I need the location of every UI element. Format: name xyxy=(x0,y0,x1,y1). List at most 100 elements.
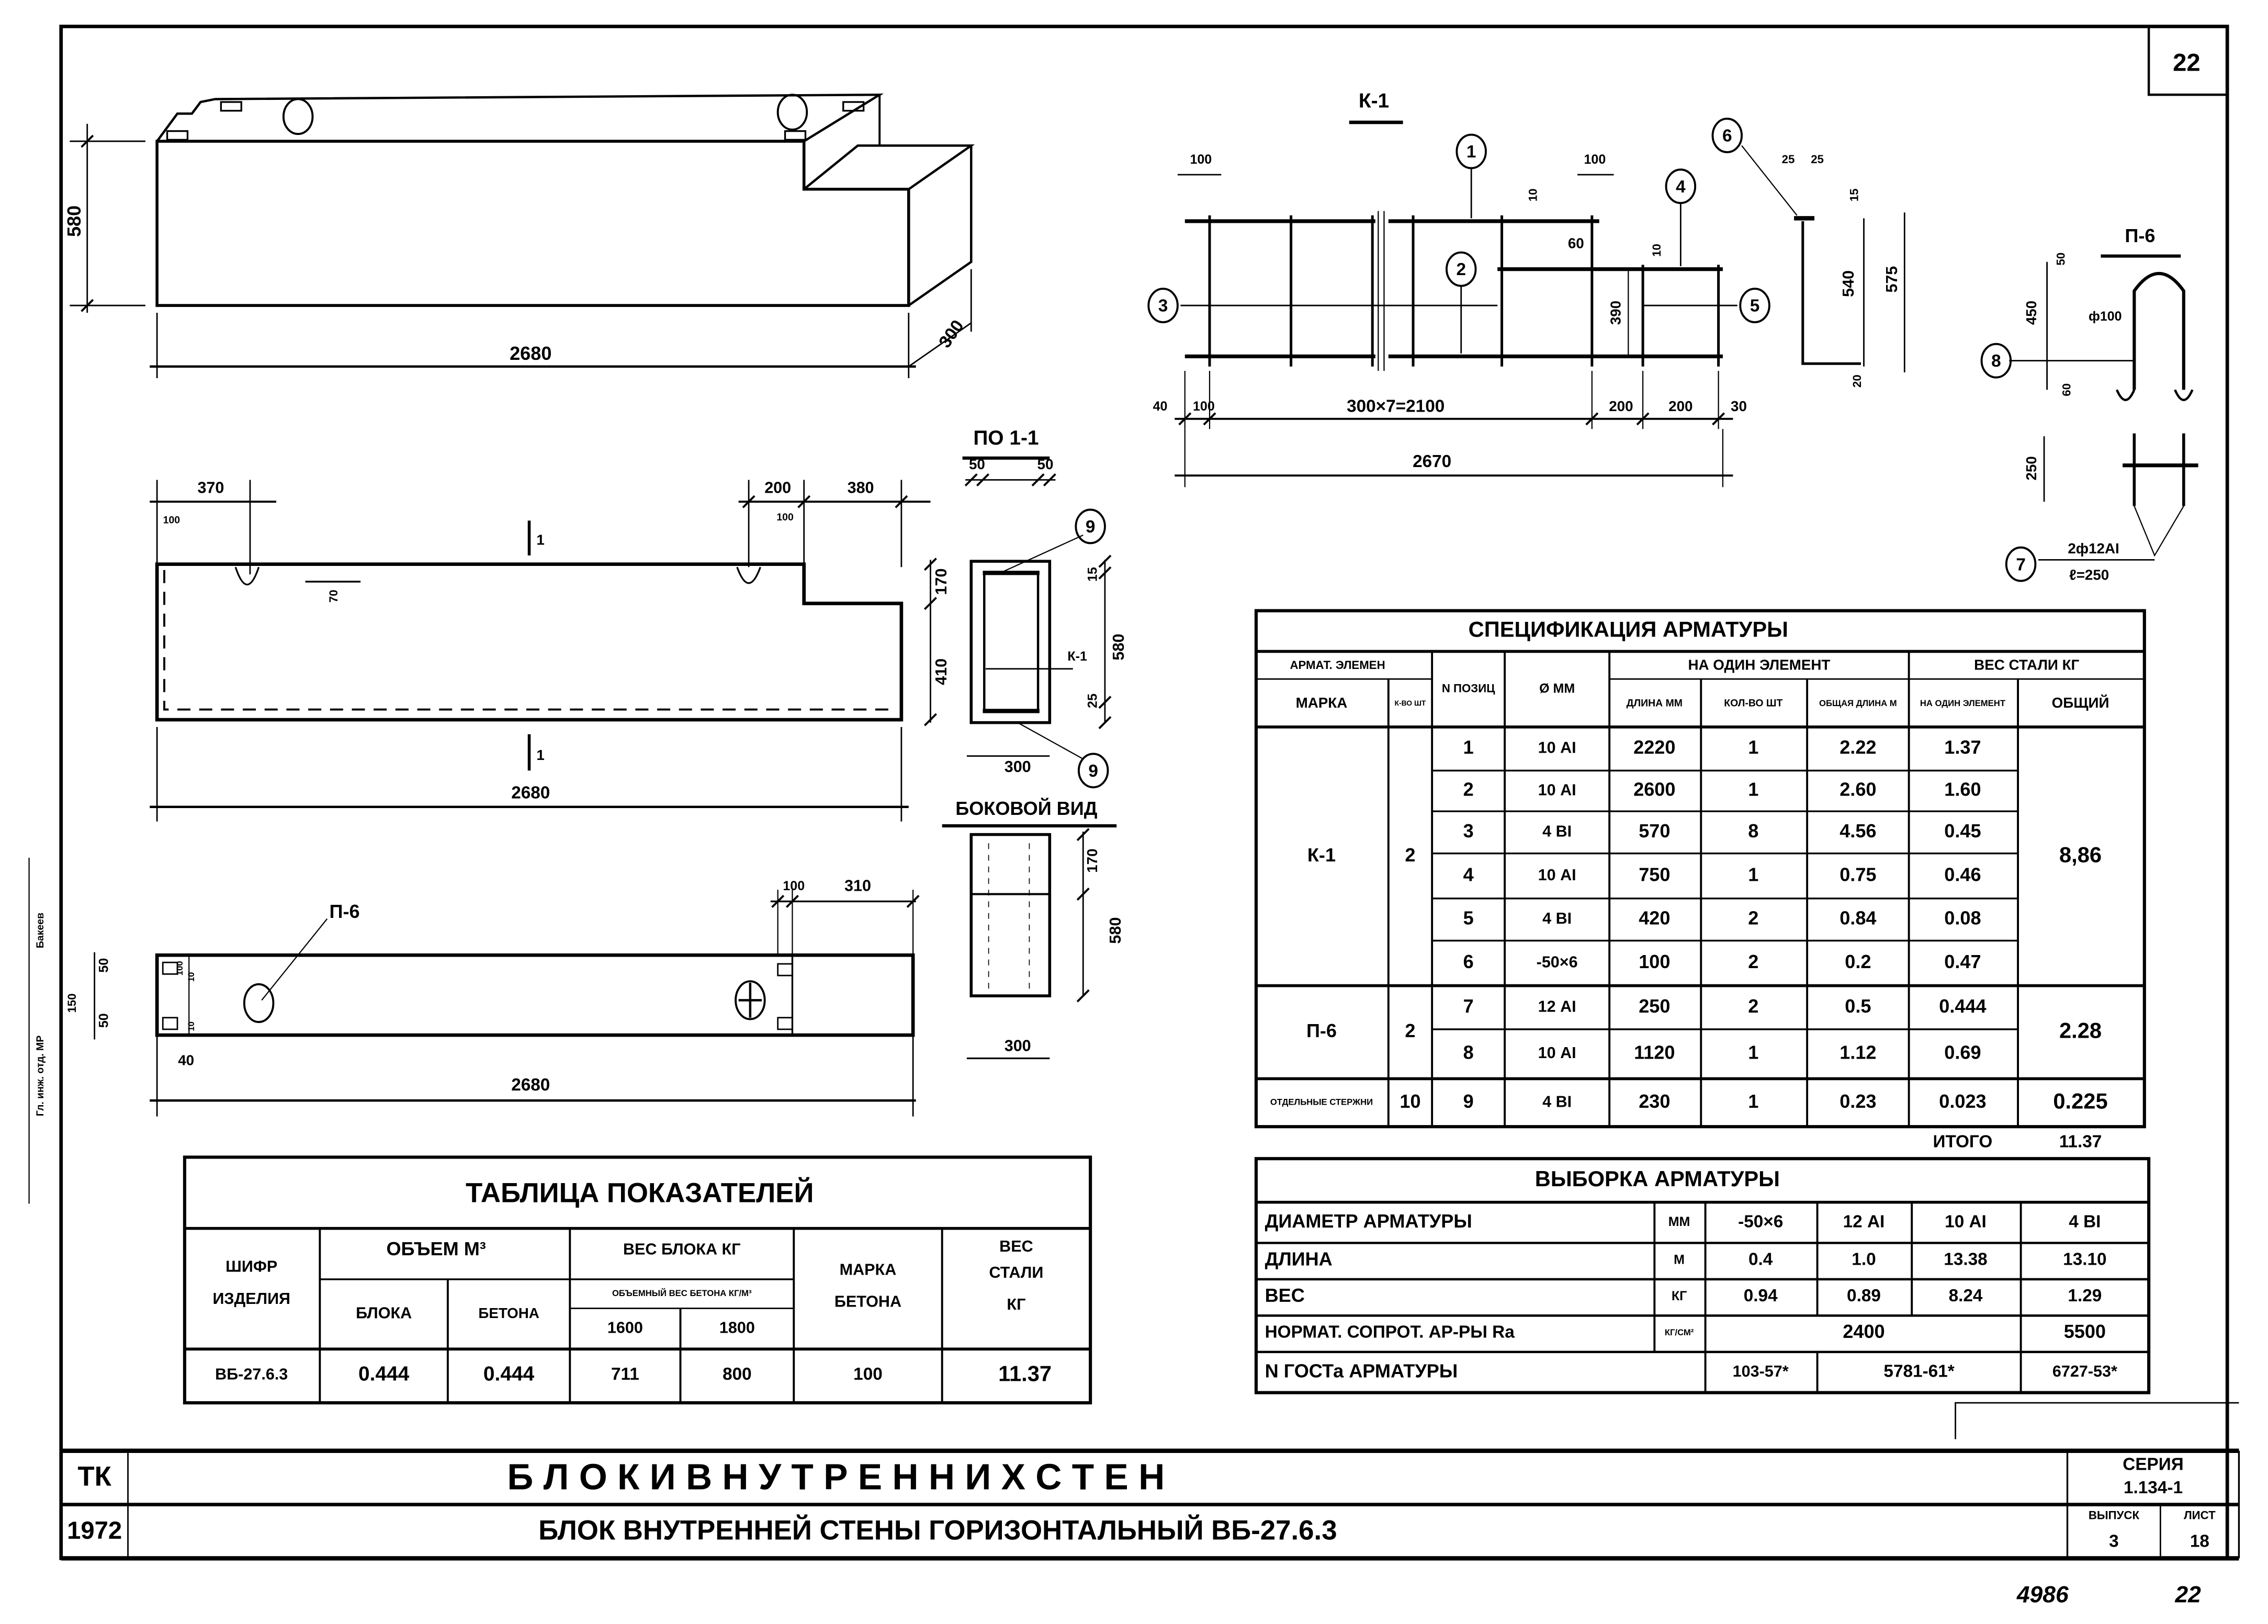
dimension-100: 100 xyxy=(1190,152,1212,167)
dimension-50: 50 xyxy=(97,1013,111,1028)
dimension-tick xyxy=(785,894,799,908)
rebar-label-k1: К-1 xyxy=(1067,649,1087,664)
cell-total-length: 4.56 xyxy=(1840,820,1876,842)
section-label: 1 xyxy=(536,532,544,548)
callout-number: 4 xyxy=(1676,177,1686,197)
rebar-note: 2ф12АI xyxy=(2068,540,2119,557)
dimension-60: 60 xyxy=(1568,235,1584,252)
callout-circle xyxy=(1455,133,1487,169)
leader-line xyxy=(1741,145,1798,216)
cell-diameter: -50×6 xyxy=(1537,953,1578,971)
callout-circle xyxy=(1711,118,1743,153)
lifting-recess xyxy=(842,101,865,112)
table-title: ВЫБОРКА АРМАТУРЫ xyxy=(1535,1166,1780,1191)
cell-volume-block: 0.444 xyxy=(358,1363,410,1385)
cell-total-length: 1.12 xyxy=(1840,1042,1876,1063)
table-border xyxy=(183,1155,1092,1405)
dimension-300: 300 xyxy=(1005,1037,1031,1054)
dimension-20: 20 xyxy=(1850,374,1864,388)
cell-grade: 100 xyxy=(853,1365,883,1384)
page-number-box xyxy=(2147,26,2228,96)
cell-weight-1600: 711 xyxy=(611,1365,639,1384)
row-label: ДЛИНА xyxy=(1265,1248,1333,1269)
header-code: ШИФР xyxy=(225,1258,277,1276)
cell-quantity: 1 xyxy=(1748,1091,1758,1112)
header-quantity: КОЛ-ВО ШТ xyxy=(1724,698,1782,709)
dimension-tick xyxy=(923,558,937,571)
corner-mark xyxy=(1955,1402,2239,1439)
cell-total-length: 0.84 xyxy=(1840,907,1876,929)
cross-mark xyxy=(738,983,762,1018)
callout-number: 9 xyxy=(1086,517,1096,537)
cell-weight-one: 0.023 xyxy=(1939,1091,1986,1112)
row-unit: ММ xyxy=(1668,1214,1690,1229)
callout-number: 7 xyxy=(2016,555,2026,574)
cell-diameter: 4 ВI xyxy=(1542,910,1572,927)
cell-length: 250 xyxy=(1639,995,1670,1017)
dimension-100: 100 xyxy=(163,514,180,526)
total-label: ИТОГО xyxy=(1933,1132,1993,1152)
cell-weight-one: 1.37 xyxy=(1944,736,1981,758)
header-steel: СТАЛИ xyxy=(989,1264,1043,1281)
dimension-580: 580 xyxy=(1110,634,1127,661)
cell-position: 5 xyxy=(1463,907,1474,929)
dimension-25: 25 xyxy=(1811,153,1824,166)
header-weight-total: ОБЩИЙ xyxy=(2052,695,2109,711)
p6-title: П-6 xyxy=(2125,225,2155,246)
row-unit: КГ/СМ² xyxy=(1665,1327,1694,1337)
leader-line xyxy=(1017,722,1084,760)
cell-weight-1800: 800 xyxy=(723,1365,752,1384)
length-note: ℓ=250 xyxy=(2069,566,2109,583)
dimension-580: 580 xyxy=(1107,917,1124,944)
row-unit: КГ xyxy=(1672,1289,1687,1303)
dimension-tick xyxy=(1098,554,1112,568)
cell-quantity: 1 xyxy=(1748,1042,1758,1063)
dimension-tick xyxy=(1098,716,1112,730)
cell-quantity: 1 xyxy=(1748,736,1758,758)
dimension-phi100: ф100 xyxy=(2089,309,2122,324)
leader-line xyxy=(1000,535,1084,574)
cell-length: 570 xyxy=(1639,820,1670,842)
table-title: ТАБЛИЦА ПОКАЗАТЕЛЕЙ xyxy=(466,1177,814,1209)
row-label: НОРМАТ. СОПРОТ. АР-РЫ Ra xyxy=(1265,1323,1515,1342)
callout-circle xyxy=(1147,288,1179,323)
dimension-380: 380 xyxy=(848,479,874,496)
lifting-loop xyxy=(736,566,761,584)
row-label: ДИАМЕТР АРМАТУРЫ xyxy=(1265,1210,1472,1232)
cell-diameter: 10 АI xyxy=(1538,781,1576,799)
header-count: К-ВО ШТ xyxy=(1395,699,1426,707)
group-count: 2 xyxy=(1405,844,1415,866)
group-count: 10 xyxy=(1400,1091,1420,1112)
lifting-recess xyxy=(777,1017,793,1030)
header-steel-weight: ВЕС СТАЛИ КГ xyxy=(1974,657,2079,673)
dimension-25: 25 xyxy=(1782,153,1795,166)
callout-number: 1 xyxy=(1466,142,1476,162)
callout-circle xyxy=(2005,546,2037,582)
dimension-200: 200 xyxy=(764,479,791,496)
dimension-tick xyxy=(771,894,785,908)
cell-quantity: 2 xyxy=(1748,995,1758,1017)
cell-total-length: 0.23 xyxy=(1840,1091,1876,1112)
section-title: ПО 1-1 xyxy=(973,427,1039,449)
dimension-tick xyxy=(742,495,755,508)
dimension-tick xyxy=(1076,828,1090,842)
cell-position: 4 xyxy=(1463,864,1474,885)
dimension-100: 100 xyxy=(776,512,794,523)
cell-quantity: 8 xyxy=(1748,820,1758,842)
cell-position: 2 xyxy=(1463,779,1474,800)
lifting-recess xyxy=(784,130,807,141)
frame-border xyxy=(59,25,2229,1560)
cell-diameter: 12 АI xyxy=(1538,997,1576,1015)
dimension-tick xyxy=(1636,412,1650,426)
side-view-title: БОКОВОЙ ВИД xyxy=(955,797,1097,819)
rebar-cage-dashed xyxy=(163,570,894,711)
cell-quantity: 2 xyxy=(1748,907,1758,929)
